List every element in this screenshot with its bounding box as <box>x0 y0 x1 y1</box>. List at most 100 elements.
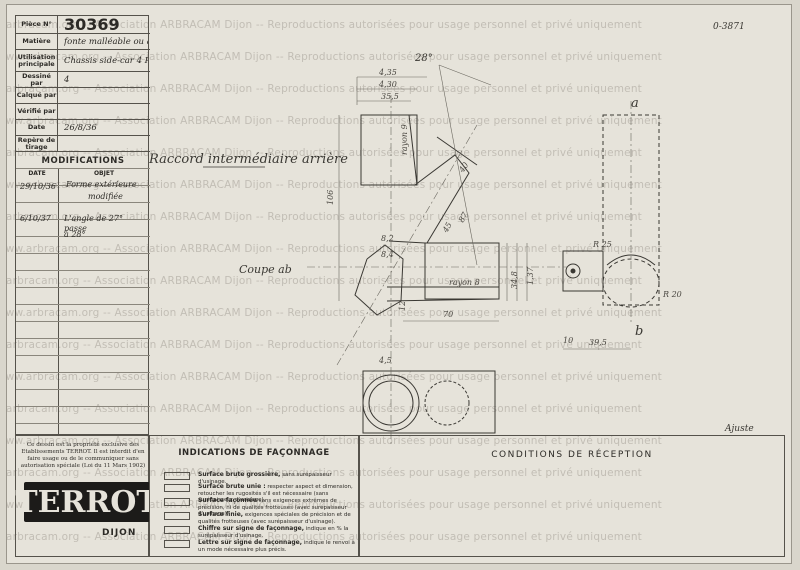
field-label: Utilisation principale <box>16 50 58 71</box>
surface-symbol-icon <box>164 526 190 534</box>
field-row: Dessiné par 4 <box>16 72 150 88</box>
dimension-label: 4,30 <box>378 80 397 89</box>
ruling-line <box>16 304 150 305</box>
angle-label: 28° <box>414 53 433 64</box>
field-label: Matière <box>16 34 58 49</box>
dimension-label: 12 <box>398 301 407 311</box>
field-value <box>64 136 148 151</box>
ruling-line <box>16 168 150 169</box>
field-value <box>64 104 148 119</box>
terrot-logo: TERROT <box>15 482 159 522</box>
ruling-line <box>16 185 150 186</box>
dimension-label: R 20 <box>662 290 682 299</box>
modification-object: Forme extérieure <box>66 180 137 189</box>
indication-item: Chiffre sur signe de façonnage, indique … <box>198 525 349 539</box>
dimension-label: 70 <box>443 310 453 319</box>
dimension-label: 106 <box>326 190 335 205</box>
surface-symbol-icon <box>164 498 190 506</box>
field-label: Repère de tirage <box>16 136 58 151</box>
ownership-notice: Ce dessin est la propriété exclusive des… <box>20 442 146 469</box>
section-label: Coupe ab <box>239 263 292 276</box>
dimension-label: 87 <box>457 210 470 224</box>
field-row: Matière fonte malléable ou acier moulé <box>16 34 150 50</box>
dimension-label: 35,5 <box>381 92 399 101</box>
dimension-label: 45 <box>440 221 453 235</box>
ruling-line <box>16 321 150 322</box>
field-label: Date <box>16 120 58 135</box>
dimension-label: 39,5 <box>589 338 607 347</box>
signature: Ajuste <box>724 424 754 434</box>
modifications-object-header: OBJET <box>93 170 115 177</box>
field-label: Dessiné par <box>16 72 58 87</box>
dimension-label: 4,35 <box>378 68 397 77</box>
ruling-line <box>16 287 150 288</box>
upper-tube-outline <box>360 114 418 186</box>
ruling-line <box>16 389 150 390</box>
piece-label: Pièce N° <box>16 16 58 33</box>
field-value: 26/8/36 <box>64 122 97 133</box>
drawing-title: Raccord intermédiaire arrière <box>148 152 348 167</box>
modification-date: 29/10/36 <box>20 182 56 191</box>
field-value: fonte malléable ou acier moulé <box>64 36 148 47</box>
indication-item: Surface façonnée sans exigences extrêmes… <box>198 497 347 517</box>
dimension-label: rayon 9 <box>400 124 409 155</box>
ruling-line <box>16 202 150 203</box>
indication-item: Surface brute grossière, sans surépaisse… <box>198 471 332 485</box>
title-block: Pièce N° 30369 Matière fonte malléable o… <box>15 15 150 435</box>
ownership-block: Ce dessin est la propriété exclusive des… <box>15 435 159 557</box>
logo-city: DIJON <box>102 528 137 538</box>
dimension-label: 1,37 <box>526 266 535 285</box>
ruling-line <box>16 270 150 271</box>
reference-number: 0-3871 <box>713 22 745 32</box>
surface-symbol-icon <box>164 484 190 492</box>
ruling-line <box>16 355 150 356</box>
piece-number-row: Pièce N° 30369 <box>16 16 150 34</box>
dimension-label: 4,5 <box>378 356 392 365</box>
modification-date: 6/10/37 <box>20 214 51 223</box>
dimension-label: 34,8 <box>510 271 519 289</box>
dimension-label: 8,2 <box>381 234 394 243</box>
drawing-sheet: www.arbracam.org -- Association ARBRACAM… <box>6 4 792 564</box>
field-value: 4 <box>64 74 70 85</box>
field-row: Repère de tirage <box>16 136 150 152</box>
machining-indications: INDICATIONS DE FAÇONNAGE Surface brute g… <box>149 435 359 557</box>
dimension-label: rayon 8 <box>449 278 480 287</box>
modifications-date-header: DATE <box>28 170 46 177</box>
dimension-label: 8,4 <box>381 250 394 259</box>
modifications-divider <box>58 168 59 434</box>
field-label: Calqué par <box>16 88 58 103</box>
modification-object: modifiée <box>88 192 123 201</box>
modifications-title: MODIFICATIONS <box>41 156 125 166</box>
label-b: b <box>635 324 643 339</box>
field-label: Vérifié par <box>16 104 58 119</box>
conditions-title: CONDITIONS DE RÉCEPTION <box>491 450 653 460</box>
piece-number: 30369 <box>64 16 120 33</box>
ruling-line <box>16 406 150 407</box>
field-row: Utilisation principale Chassis side-car … <box>16 50 150 72</box>
surface-symbol-icon <box>164 512 190 520</box>
ruling-line <box>16 219 150 220</box>
modification-object: L'angle de 27° passe <box>64 214 123 233</box>
field-row: Vérifié par <box>16 104 150 120</box>
reception-conditions: CONDITIONS DE RÉCEPTION <box>359 435 785 557</box>
technical-drawing: Raccord intermédiaire arrière 0-3871 <box>148 22 754 445</box>
indication-item: Lettre sur signe de façonnage, indique l… <box>198 539 355 553</box>
field-row: Date 26/8/36 <box>16 120 150 136</box>
surface-symbol-icon <box>164 472 190 480</box>
indications-title: INDICATIONS DE FAÇONNAGE <box>178 448 330 458</box>
label-a: a <box>631 96 639 111</box>
ruling-line <box>16 236 150 237</box>
ruling-line <box>16 253 150 254</box>
field-value <box>64 88 148 103</box>
indication-item: Surface finie, exigences spéciales de pr… <box>198 511 351 525</box>
indication-item: Surface brute unie : respecter aspect et… <box>198 483 353 503</box>
field-row: Calqué par <box>16 88 150 104</box>
field-value: Chassis side-car 4 P <box>64 55 148 66</box>
surface-symbol-icon <box>164 540 190 548</box>
dimension-label: 10 <box>563 336 573 345</box>
ruling-line <box>16 423 150 424</box>
ruling-line <box>16 338 150 339</box>
modification-object: à 28° <box>64 230 86 239</box>
ruling-line <box>16 372 150 373</box>
dimension-label: R 25 <box>592 240 612 249</box>
